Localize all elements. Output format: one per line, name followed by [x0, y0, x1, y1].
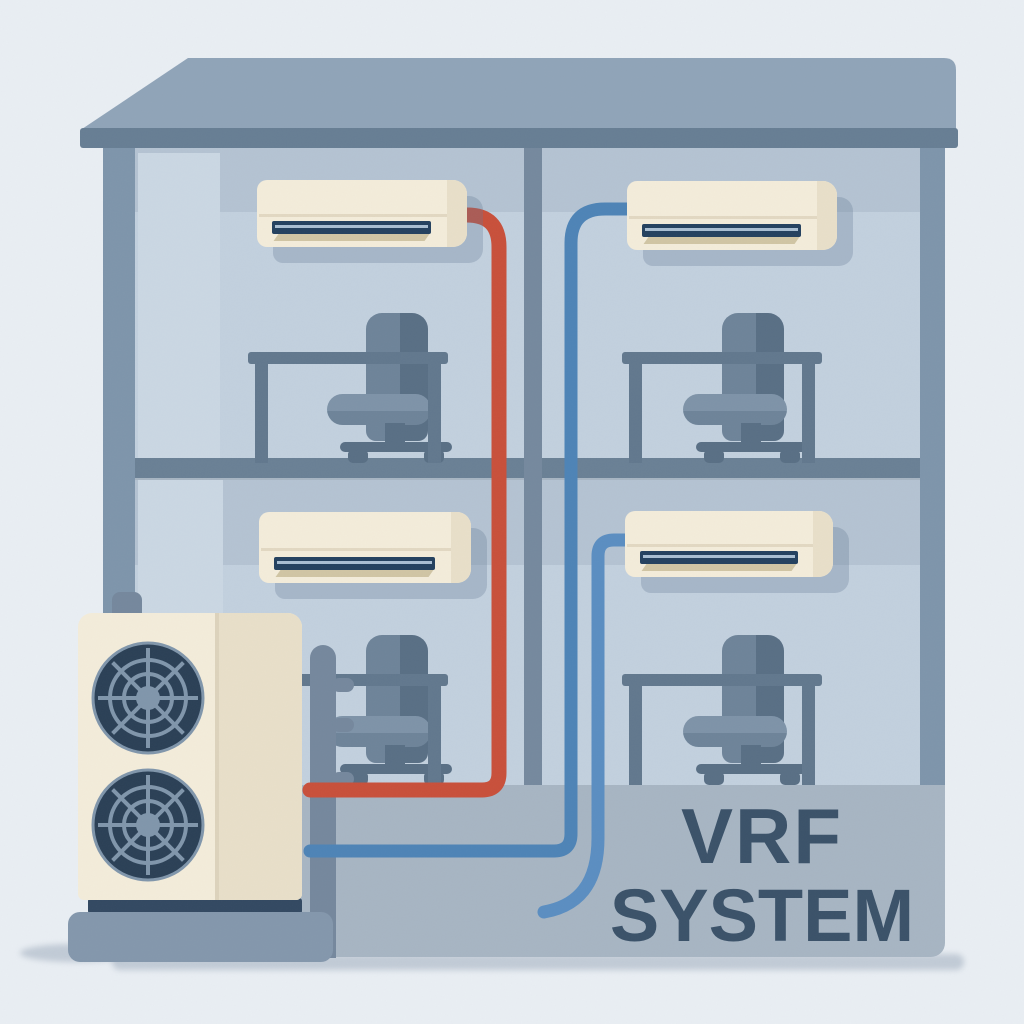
ac-vent-slit — [644, 228, 799, 231]
indoor-unit-upper-left — [257, 180, 467, 247]
ac-end-cap — [817, 181, 837, 250]
ac-vent — [639, 551, 798, 564]
ac-end-cap — [447, 180, 467, 247]
indoor-unit-lower-left — [259, 512, 471, 583]
ac-vent-shadow — [275, 570, 434, 577]
ac-crease — [629, 215, 817, 219]
ac-vent-shadow — [641, 564, 796, 571]
ac-crease — [627, 544, 813, 547]
ac-vent-shadow — [643, 237, 800, 244]
ac-end-cap — [813, 511, 833, 577]
ac-vent — [641, 224, 802, 237]
ac-crease — [259, 213, 447, 217]
ac-crease — [261, 547, 451, 551]
indoor-unit-upper-right — [627, 181, 837, 250]
ac-vent-slit — [274, 225, 429, 228]
ac-vent — [273, 557, 435, 570]
ac-vent — [271, 221, 432, 234]
ac-vent-slit — [276, 561, 432, 564]
ac-vent-slit — [642, 555, 795, 558]
hot-refrigerant-pipe — [302, 207, 507, 798]
ac-end-cap — [451, 512, 471, 583]
ac-vent-shadow — [273, 234, 430, 241]
indoor-unit-lower-right — [625, 511, 833, 577]
